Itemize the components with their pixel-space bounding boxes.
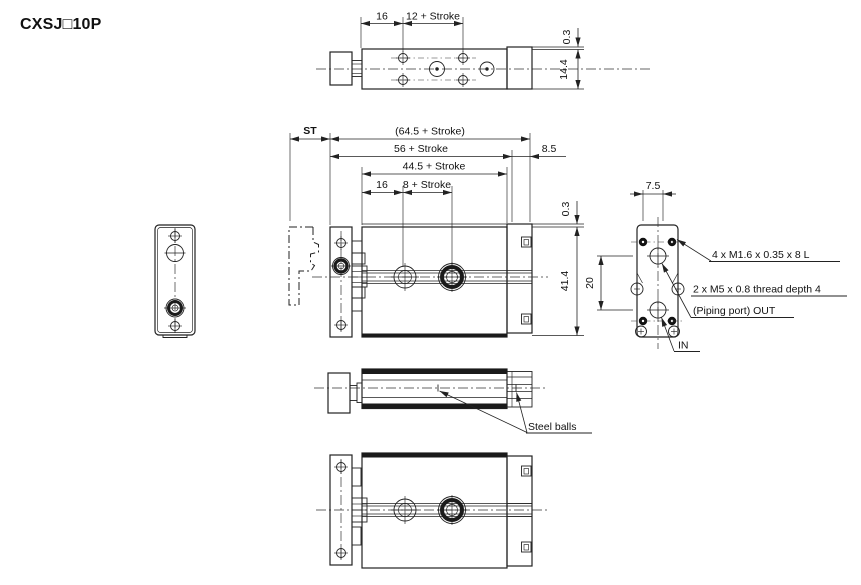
dim-44-5-stroke: 44.5 + Stroke [403, 161, 466, 173]
top-view: 16 12 + Stroke 0.3 14.4 [316, 11, 650, 90]
profile-body [361, 368, 508, 410]
rod-nut [351, 265, 368, 288]
top-view-mount-holes [391, 51, 495, 87]
dim-16-side: 16 [376, 179, 388, 191]
left-end-view [154, 224, 196, 338]
dim-16-top: 16 [376, 11, 388, 23]
note-thread: 4 x M1.6 x 0.35 x 8 L [712, 249, 810, 261]
profile-end-block [506, 371, 533, 408]
side-view: ST (64.5 + Stroke) 56 + Stroke 8.5 44.5 … [288, 125, 584, 338]
dim-14-4: 14.4 [558, 59, 570, 80]
side-view-body [361, 226, 508, 338]
dim-st: ST [303, 125, 317, 137]
right-end-view: 7.5 20 4 x M1.6 x 0.35 x 8 L 2 x M5 x 0.… [584, 180, 847, 352]
dim-7-5: 7.5 [646, 180, 661, 192]
end-view-dimensions: 7.5 20 [584, 180, 676, 311]
end-view-annotations: 4 x M1.6 x 0.35 x 8 L 2 x M5 x 0.8 threa… [661, 239, 847, 352]
note-port-in: IN [678, 340, 689, 352]
steel-balls-callout: Steel balls [439, 390, 592, 434]
plan-piston-boss [391, 496, 419, 524]
dim-8-5: 8.5 [542, 143, 557, 155]
drawing-title: CXSJ□10P [20, 16, 102, 33]
dim-20: 20 [584, 277, 596, 289]
top-view-table-block [506, 46, 533, 90]
top-view-dimensions: 16 12 + Stroke 0.3 14.4 [360, 11, 581, 89]
top-view-rod [351, 60, 363, 77]
piston-boss [391, 263, 419, 291]
note-port-out: (Piping port) OUT [693, 305, 776, 317]
plan-body [361, 452, 508, 569]
thread-holes [638, 237, 677, 326]
side-view-phantom-outline [288, 226, 319, 306]
left-end-view-body [154, 224, 196, 336]
note-steel-balls: Steel balls [528, 421, 576, 433]
note-port-thread: 2 x M5 x 0.8 thread depth 4 [693, 284, 821, 296]
dim-8-stroke: 8 + Stroke [403, 179, 451, 191]
side-view-geometry [312, 223, 548, 338]
top-view-end-plate [329, 51, 353, 86]
bottom-profile-view: Steel balls [314, 368, 592, 434]
side-view-end-block [506, 223, 533, 334]
bottom-plan-view [316, 452, 548, 569]
dim-64-5-stroke: (64.5 + Stroke) [395, 126, 465, 138]
dim-0-3-side: 0.3 [560, 202, 572, 217]
dim-0-3-top: 0.3 [561, 30, 573, 45]
guide-rail-band [362, 333, 507, 338]
side-view-dimensions: ST (64.5 + Stroke) 56 + Stroke 8.5 44.5 … [289, 125, 584, 336]
dim-12-stroke: 12 + Stroke [406, 11, 460, 23]
roller-boss [437, 262, 467, 292]
plan-end-block [506, 455, 533, 567]
plan-roller-boss [437, 495, 467, 525]
dim-41-4: 41.4 [559, 271, 571, 292]
profile-end-plate [327, 372, 351, 414]
right-end-view-body [636, 224, 679, 338]
dim-56-stroke: 56 + Stroke [394, 143, 448, 155]
